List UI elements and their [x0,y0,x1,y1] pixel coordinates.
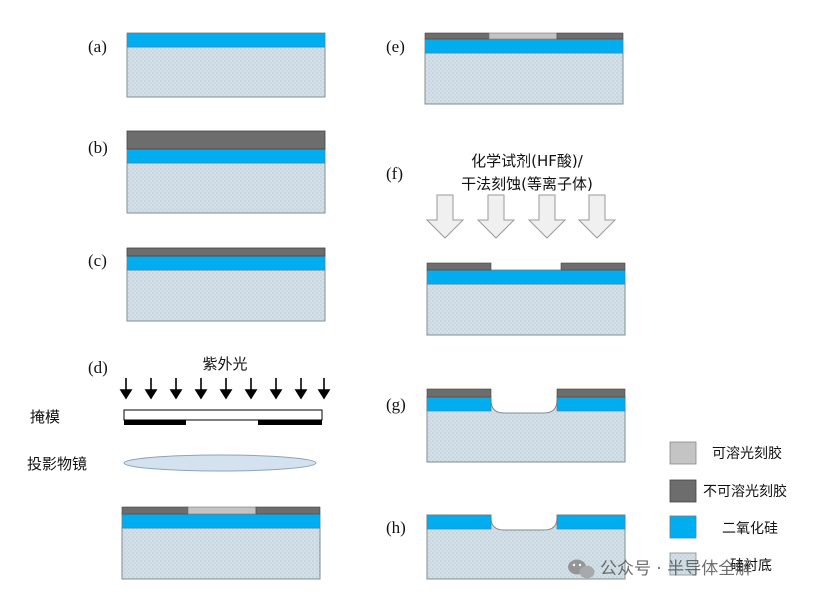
step-a-label: (a) [88,37,107,56]
insoluble-resist-layer [426,388,492,398]
step-f: (f) 化学试剂(HF酸)/ 干法刻蚀(等离子体) [386,152,626,336]
step-b-label: (b) [88,138,108,157]
uv-arrow [119,378,133,400]
legend-item-insoluble-resist: 不可溶光刻胶 [669,479,787,503]
oxide-layer [126,32,326,48]
mask-opaque-bar [258,420,322,425]
etchant-label-line1: 化学试剂(HF酸)/ [471,152,584,170]
step-f-label: (f) [386,164,403,183]
step-h-label: (h) [386,518,406,537]
step-g-label: (g) [386,395,406,414]
uv-arrow [219,378,233,400]
oxide-layer [556,514,626,530]
uv-light-label: 紫外光 [202,355,247,373]
legend-item-soluble-resist: 可溶光刻胶 [669,441,782,465]
oxide-layer [424,38,624,54]
oxide-layer [426,269,626,285]
legend-swatch [669,441,697,465]
oxide-layer [426,396,492,412]
legend-label: 二氧化硅 [722,521,778,537]
insoluble-resist-layer [126,247,326,257]
insoluble-resist-layer [556,388,626,398]
oxide-layer [556,396,626,412]
legend-label: 可溶光刻胶 [712,445,782,462]
substrate-layer [426,283,626,336]
uv-arrow [244,378,258,400]
step-d-label: (d) [88,358,108,377]
insoluble-resist-layer [424,32,490,40]
substrate-layer [126,46,326,98]
oxide-layer [126,255,326,271]
step-e-label: (e) [386,37,405,56]
watermark-text: 公众号 · 半导体全解 [600,559,752,579]
wechat-icon [568,559,595,579]
soluble-resist-layer [187,506,257,515]
insoluble-resist-layer [126,130,326,150]
insoluble-resist-layer [426,262,492,271]
legend-item-substrate: 硅衬底 [669,552,772,576]
step-c-label: (c) [88,251,107,270]
insoluble-resist-layer [255,506,321,515]
step-g: (g) [386,388,626,463]
etch-arrows [425,194,617,239]
uv-arrow [294,378,308,400]
photomask [123,409,323,425]
insoluble-resist-layer [560,262,626,271]
uv-arrow [194,378,208,400]
substrate-layer [424,52,624,105]
step-d: (d) 紫外光 掩模 投影物镜 [27,355,331,580]
watermark: 公众号 · 半导体全解 [568,559,752,579]
mask-label: 掩模 [30,408,60,426]
uv-arrow [269,378,283,400]
legend: 可溶光刻胶 不可溶光刻胶 二氧化硅 硅衬底 [669,441,787,576]
legend-label: 不可溶光刻胶 [703,483,787,500]
legend-swatch [669,515,697,539]
oxide-layer [126,148,326,164]
legend-item-oxide: 二氧化硅 [669,515,778,539]
step-b: (b) [88,130,326,214]
substrate-layer [126,162,326,214]
legend-label: 硅衬底 [730,558,772,574]
oxide-layer [426,514,492,530]
soluble-resist-layer [488,32,558,40]
etch-arrow [425,194,465,239]
uv-arrow [317,378,331,400]
insoluble-resist-layer [556,32,624,40]
legend-swatch [669,552,697,576]
substrate-layer [126,269,326,322]
step-a: (a) [88,32,326,98]
uv-arrows [119,378,331,400]
step-e: (e) [386,32,624,105]
projection-lens-label: 投影物镜 [27,455,87,473]
etchant-label-line2: 干法刻蚀(等离子体) [461,175,593,193]
oxide-layer [121,513,321,529]
substrate-layer [121,527,321,580]
etch-arrow [577,194,617,239]
insoluble-resist-layer [121,506,189,515]
mask-opaque-bar [124,420,186,425]
uv-arrow [169,378,183,400]
uv-arrow [144,378,158,400]
projection-lens [123,454,317,472]
etch-arrow [476,194,516,239]
step-c: (c) [88,247,326,322]
legend-swatch [669,479,697,503]
etch-arrow [527,194,567,239]
